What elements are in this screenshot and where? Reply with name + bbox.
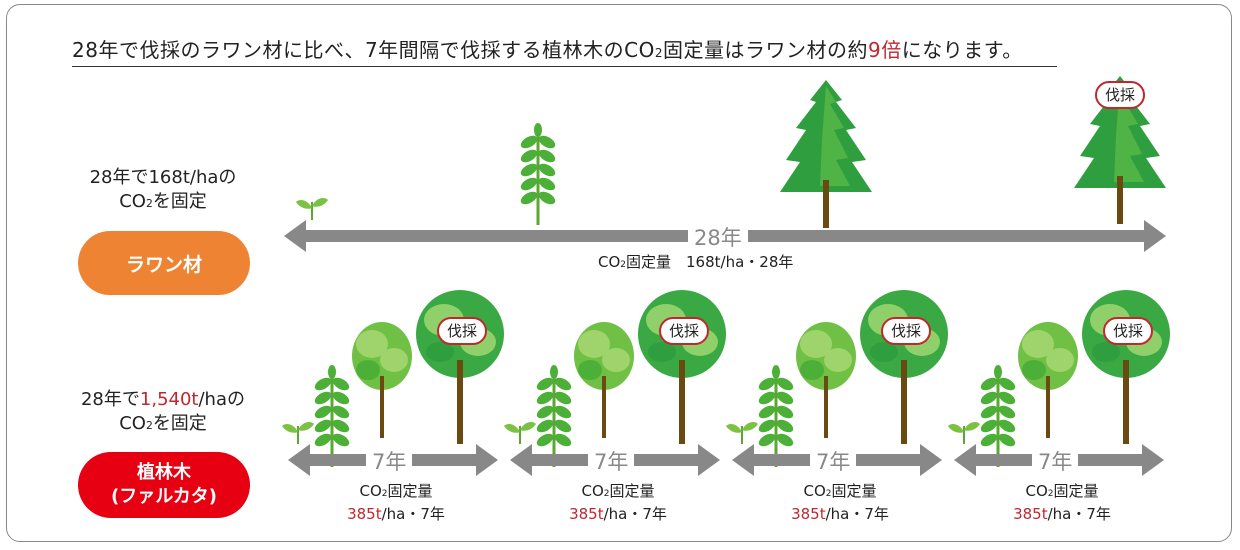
cycle-period-label: 7年 bbox=[366, 446, 413, 476]
headline-underline bbox=[72, 66, 1057, 67]
cycle-sprout bbox=[725, 421, 759, 445]
cycle-mature-tree bbox=[860, 290, 948, 444]
cycle-sapling bbox=[311, 363, 353, 469]
cycle-sapling bbox=[977, 363, 1019, 469]
cycle-cut-label: 伐採 bbox=[891, 322, 921, 340]
plantation-note-value: 1,540t bbox=[139, 389, 199, 410]
plantation-note: 28年で1,540t/haの CO2を固定 bbox=[58, 388, 268, 438]
cycle-arrow-left-head bbox=[732, 444, 754, 476]
cycle-young-tree bbox=[352, 322, 412, 438]
cycle-co2-value: 385t bbox=[1013, 505, 1048, 523]
headline: 28年で伐採のラワン材に比べ、7年間隔で伐採する植林木のCO2固定量はラワン材の… bbox=[72, 34, 1023, 63]
cycle-arrow-left-head bbox=[954, 444, 976, 476]
headline-text-1: 28年で伐採のラワン材に比べ、7年間隔で伐採する植林木のCO bbox=[72, 38, 655, 62]
cycle-sprout bbox=[503, 421, 537, 445]
lauan-tree-mid bbox=[780, 80, 872, 228]
cycle-period-label: 7年 bbox=[588, 446, 635, 476]
lauan-cut-label: 伐採 bbox=[1105, 86, 1135, 104]
lauan-sapling bbox=[517, 121, 559, 227]
cycle-cut-badge bbox=[437, 317, 487, 345]
cycle-cut-label: 伐採 bbox=[1113, 322, 1143, 340]
cycle-young-tree bbox=[574, 322, 634, 438]
lauan-pill-label: ラワン材 bbox=[125, 253, 202, 276]
plantation-pill-line2: (ファルカタ) bbox=[111, 486, 217, 507]
lauan-note-line1: 28年で168t/haの bbox=[89, 167, 237, 188]
lauan-note: 28年で168t/haの CO2を固定 bbox=[58, 166, 268, 216]
plantation-note-line1: 28年で1,540t/haの bbox=[80, 389, 245, 410]
cycle-sprout bbox=[281, 421, 315, 445]
cycle-sapling bbox=[755, 363, 797, 469]
lauan-sprout bbox=[295, 197, 329, 221]
cycle-cut-label: 伐採 bbox=[447, 322, 477, 340]
cycle-co2-value: 385t bbox=[347, 505, 382, 523]
cycle-mature-tree bbox=[638, 290, 726, 444]
cycle-period-label: 7年 bbox=[810, 446, 857, 476]
lauan-period-label: 28年 bbox=[688, 222, 748, 252]
headline-emphasis: 9倍 bbox=[868, 38, 902, 62]
cycle-arrow-right-head bbox=[476, 444, 498, 476]
lauan-cut-badge: 伐採 bbox=[1095, 81, 1145, 109]
cycle-young-tree bbox=[1018, 322, 1078, 438]
cycle-co2-value: 385t bbox=[791, 505, 826, 523]
cycle-cut-badge bbox=[1103, 317, 1153, 345]
cycle-arrow-left-head bbox=[288, 444, 310, 476]
headline-text-2: 固定量はラワン材の約 bbox=[663, 38, 869, 62]
cycle-arrow-left-head bbox=[510, 444, 532, 476]
cycle-cut-badge bbox=[659, 317, 709, 345]
headline-text-3: になります。 bbox=[901, 38, 1023, 62]
headline-subscript: 2 bbox=[654, 46, 664, 60]
plantation-pill: 植林木 (ファルカタ) bbox=[78, 452, 250, 518]
diagram-frame bbox=[6, 4, 1232, 542]
cycle-arrow-right-head bbox=[698, 444, 720, 476]
cycle-mature-tree bbox=[416, 290, 504, 444]
lauan-co2-label: CO2固定量 168t/ha・28年 bbox=[598, 253, 794, 271]
cycle-mature-tree bbox=[1082, 290, 1170, 444]
cycle-arrow-right-head bbox=[920, 444, 942, 476]
cycle-sprout bbox=[947, 421, 981, 445]
lauan-pill: ラワン材 bbox=[78, 231, 250, 295]
cycle-co2-value: 385t bbox=[569, 505, 604, 523]
cycle-cut-badge bbox=[881, 317, 931, 345]
cycle-young-tree bbox=[796, 322, 856, 438]
plantation-pill-line1: 植林木 bbox=[137, 462, 191, 483]
cycle-cut-label: 伐採 bbox=[669, 322, 699, 340]
lauan-note-line2: CO2を固定 bbox=[119, 191, 207, 212]
cycle-sapling bbox=[533, 363, 575, 469]
cycle-period-label: 7年 bbox=[1032, 446, 1079, 476]
plantation-note-line2: CO2を固定 bbox=[119, 413, 207, 434]
cycle-arrow-right-head bbox=[1142, 444, 1164, 476]
